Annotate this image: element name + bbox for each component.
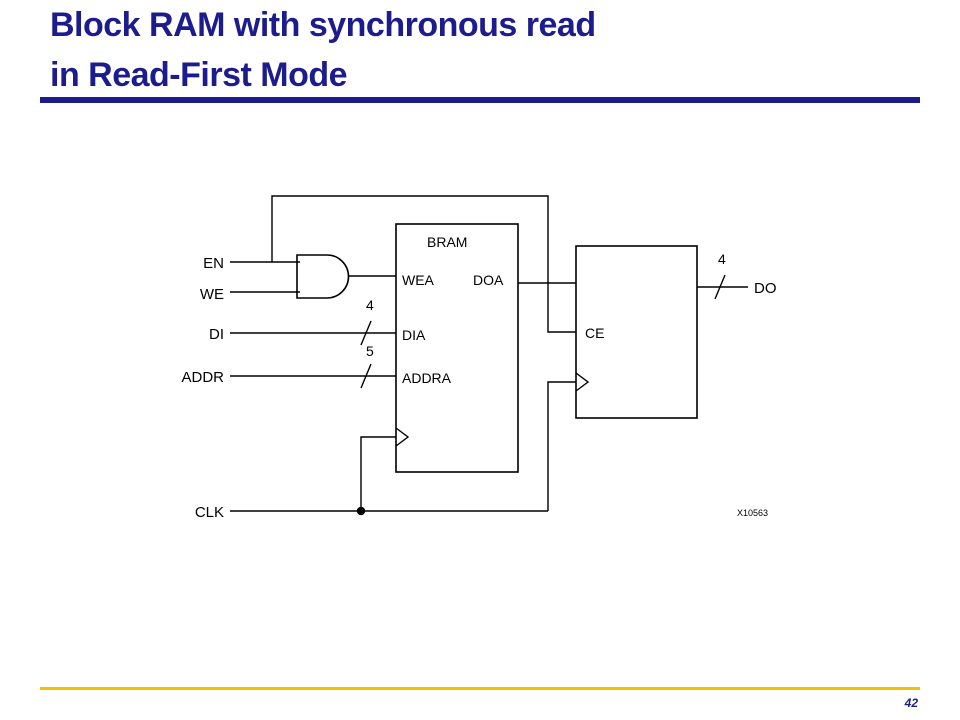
do-bus-slash [714, 274, 726, 300]
clk-junction-dot [356, 506, 366, 516]
slide-title-line-1: Block RAM with synchronous read [50, 6, 596, 44]
title-divider [40, 97, 920, 103]
clk-label: CLK [195, 504, 224, 521]
addr-label: ADDR [181, 369, 224, 386]
do-bus-width: 4 [718, 251, 726, 267]
bram-title: BRAM [427, 234, 467, 250]
register-port-ce: CE [585, 325, 604, 341]
di-label: DI [209, 326, 224, 343]
clk-to-bram-wire [360, 436, 396, 511]
bram-port-dia: DIA [402, 327, 426, 343]
do-label: DO [754, 280, 777, 297]
bram-port-wea: WEA [402, 272, 435, 288]
page-number: 42 [904, 696, 918, 710]
di-bus-width: 4 [366, 297, 374, 313]
bram-port-addra: ADDRA [402, 370, 452, 386]
en-feedback-wire [271, 195, 576, 333]
addr-bus-width: 5 [366, 343, 374, 359]
addr-bus-slash [360, 363, 372, 389]
we-label: WE [200, 286, 224, 303]
figure-id: X10563 [737, 508, 768, 518]
bram-block [395, 223, 519, 473]
en-label: EN [203, 255, 224, 272]
slide-title-line-2: in Read-First Mode [50, 56, 348, 94]
register-block [575, 245, 698, 419]
bram-port-doa: DOA [473, 272, 504, 288]
bram-clock-triangle [395, 427, 410, 447]
di-bus-slash [360, 320, 372, 346]
footer-divider [40, 687, 920, 690]
register-clock-triangle [575, 372, 590, 392]
and-gate [296, 254, 350, 299]
clk-to-register-wire [547, 381, 576, 511]
